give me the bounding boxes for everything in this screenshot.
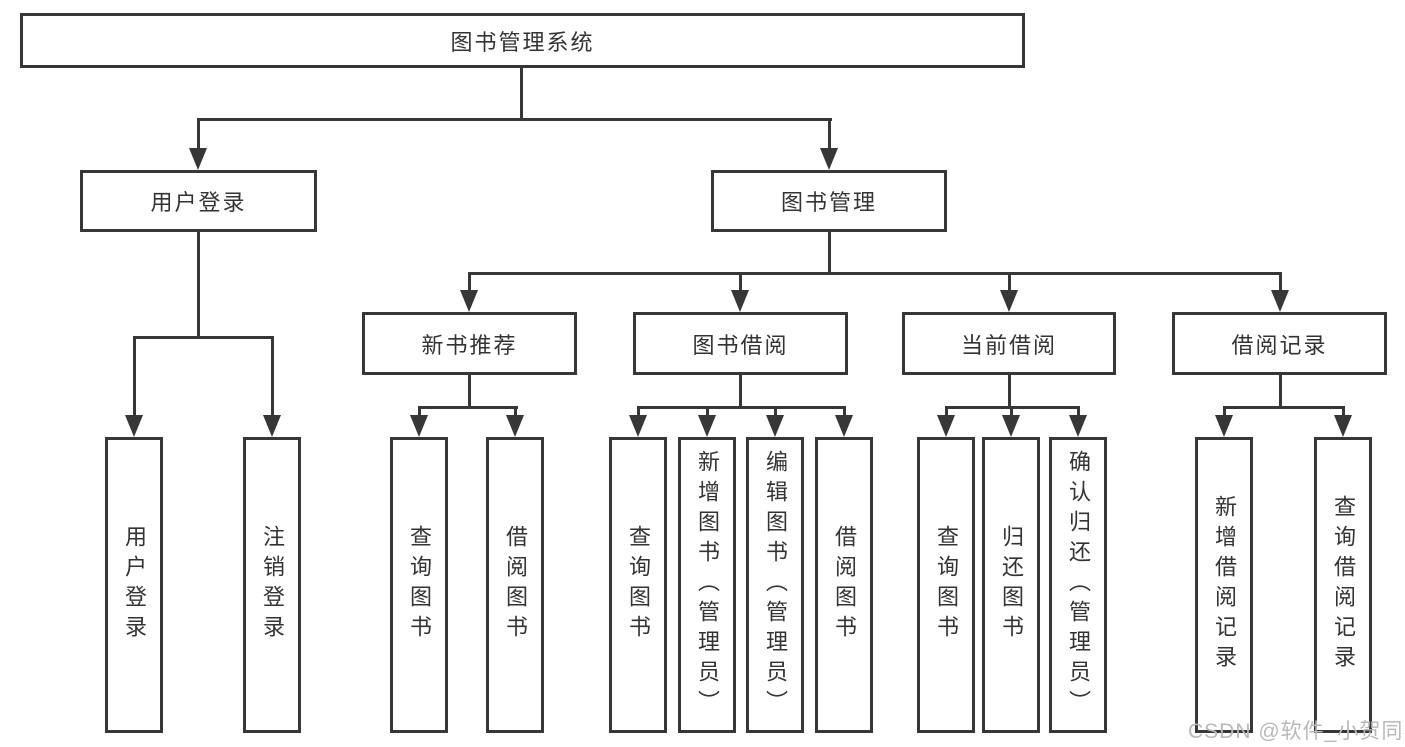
node-label: 查询图书 — [407, 525, 432, 645]
connector-line — [514, 406, 517, 418]
node-label: 图书管理系统 — [450, 29, 595, 55]
connector-line — [843, 406, 846, 418]
node-label: 用户登录 — [150, 190, 247, 215]
node-user-login: 用户登录 — [80, 170, 317, 232]
node-borrow-record: 借阅记录 — [1172, 312, 1387, 375]
arrow-down-icon — [1000, 290, 1018, 312]
leaf-current-confirm-return-admin: 确认归还（管理员） — [1049, 437, 1107, 733]
node-label: 借阅图书 — [832, 525, 857, 645]
leaf-record-query-record: 查询借阅记录 — [1314, 437, 1372, 733]
arrow-down-icon — [125, 415, 143, 437]
leaf-borrow-edit-book-admin: 编辑图书（管理员） — [746, 437, 804, 733]
arrow-down-icon — [1069, 415, 1087, 437]
node-label: 编辑图书（管理员） — [763, 450, 788, 720]
node-book-borrow: 图书借阅 — [633, 312, 848, 375]
connector-line — [706, 406, 709, 418]
connector-line — [197, 232, 200, 339]
leaf-current-return-book: 归还图书 — [982, 437, 1040, 733]
node-label: 查询借阅记录 — [1331, 495, 1356, 675]
connector-line — [271, 336, 274, 417]
node-root-system: 图书管理系统 — [20, 13, 1025, 68]
node-label: 归还图书 — [999, 525, 1024, 645]
node-label: 图书管理 — [780, 190, 877, 215]
node-label: 图书借阅 — [692, 332, 789, 358]
connector-line — [637, 406, 846, 409]
arrow-down-icon — [835, 415, 853, 437]
node-label: 用户登录 — [122, 525, 147, 645]
arrow-down-icon — [820, 148, 838, 170]
arrow-down-icon — [189, 148, 207, 170]
node-current-borrow: 当前借阅 — [902, 312, 1116, 375]
arrow-down-icon — [460, 290, 478, 312]
arrow-down-icon — [766, 415, 784, 437]
connector-line — [1279, 375, 1282, 409]
connector-line — [774, 406, 777, 418]
connector-line — [418, 406, 421, 418]
leaf-borrow-add-book-admin: 新增图书（管理员） — [678, 437, 736, 733]
node-label: 当前借阅 — [960, 332, 1057, 358]
arrow-down-icon — [410, 415, 428, 437]
leaf-current-query-book: 查询图书 — [917, 437, 975, 733]
connector-line — [739, 272, 742, 294]
node-label: 新书推荐 — [421, 332, 518, 358]
node-label: 查询图书 — [934, 525, 959, 645]
connector-line — [1342, 406, 1345, 418]
csdn-watermark: CSDN @软件_小贺同学 — [1188, 720, 1405, 743]
arrow-down-icon — [1002, 415, 1020, 437]
node-label: 注销登录 — [260, 525, 285, 645]
leaf-user-login: 用户登录 — [105, 437, 163, 733]
connector-line — [1279, 272, 1282, 294]
connector-line — [418, 406, 518, 409]
leaf-record-add-record: 新增借阅记录 — [1195, 437, 1253, 733]
leaf-recommend-query-book: 查询图书 — [390, 437, 448, 733]
connector-line — [1223, 406, 1345, 409]
connector-line — [197, 118, 200, 151]
connector-line — [1223, 406, 1226, 418]
leaf-recommend-borrow-book: 借阅图书 — [486, 437, 544, 733]
connector-line — [520, 68, 523, 121]
connector-line — [1008, 272, 1011, 294]
arrow-down-icon — [263, 415, 281, 437]
arrow-down-icon — [698, 415, 716, 437]
leaf-borrow-query-book: 查询图书 — [609, 437, 667, 733]
connector-line — [468, 375, 471, 409]
connector-line — [945, 406, 948, 418]
connector-line — [468, 272, 1281, 275]
connector-line — [133, 336, 136, 417]
connector-line — [637, 406, 640, 418]
connector-line — [828, 232, 831, 275]
arrow-down-icon — [731, 290, 749, 312]
node-new-book-recommend: 新书推荐 — [362, 312, 577, 375]
connector-line — [133, 336, 274, 339]
connector-line — [1077, 406, 1080, 418]
connector-line — [739, 375, 742, 409]
node-label: 确认归还（管理员） — [1066, 450, 1091, 720]
node-label: 查询图书 — [626, 525, 651, 645]
connector-line — [197, 118, 832, 121]
connector-line — [1008, 375, 1011, 409]
arrow-down-icon — [1215, 415, 1233, 437]
arrow-down-icon — [1271, 290, 1289, 312]
node-label: 新增图书（管理员） — [695, 450, 720, 720]
arrow-down-icon — [937, 415, 955, 437]
arrow-down-icon — [1334, 415, 1352, 437]
connector-line — [1010, 406, 1013, 418]
connector-line — [468, 272, 471, 294]
arrow-down-icon — [629, 415, 647, 437]
node-label: 借阅图书 — [503, 525, 528, 645]
leaf-borrow-borrow-book: 借阅图书 — [815, 437, 873, 733]
node-label: 借阅记录 — [1231, 332, 1328, 358]
arrow-down-icon — [506, 415, 524, 437]
node-label: 新增借阅记录 — [1212, 495, 1237, 675]
connector-line — [828, 118, 831, 151]
leaf-logout: 注销登录 — [243, 437, 301, 733]
node-book-management: 图书管理 — [711, 170, 947, 232]
